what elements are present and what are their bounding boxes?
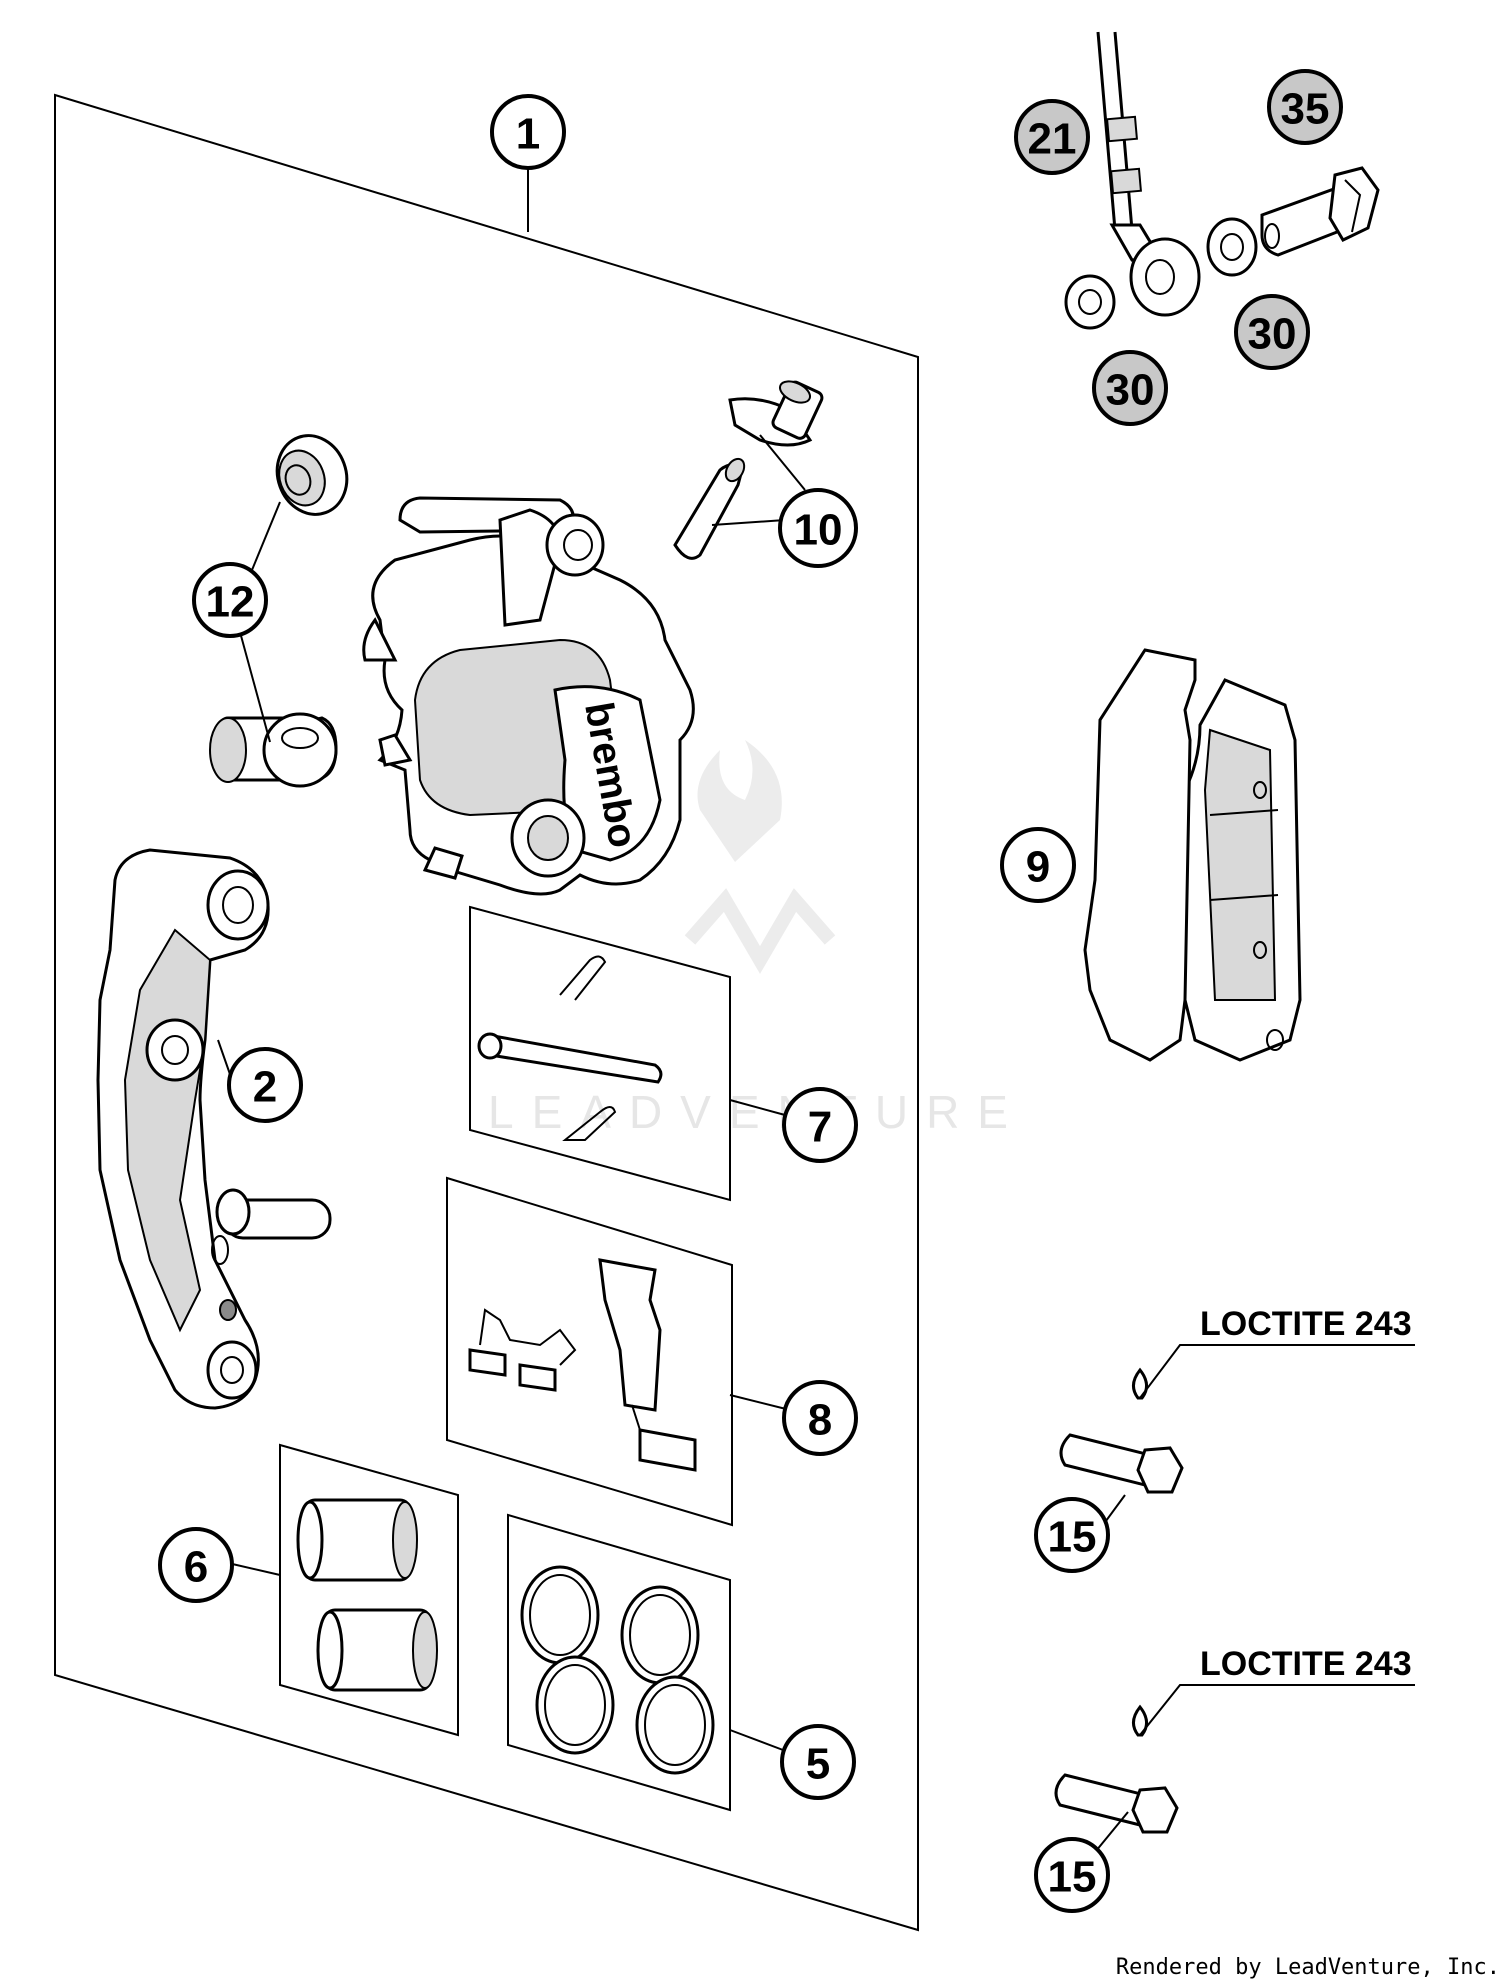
callout-30-left: 30 (1092, 350, 1168, 426)
bolt-and-boot (209, 434, 349, 788)
caliper-body: brembo (362, 496, 695, 896)
brake-line-assembly (1064, 31, 1380, 330)
watermark-text: LEADVENTURE (488, 1086, 1026, 1138)
callout-6: 6 (158, 1527, 234, 1603)
callout-5-label: 5 (806, 1740, 830, 1789)
kit-boundary (54, 93, 919, 1932)
bleeder-valve (673, 380, 824, 560)
callout-6-label: 6 (184, 1543, 208, 1592)
callout-15-upper: 15 (1034, 1497, 1110, 1573)
render-credit: Rendered by LeadVenture, Inc. (1115, 1955, 1500, 1980)
callout-10: 10 (778, 488, 858, 568)
callout-5: 5 (780, 1724, 856, 1800)
callout-12-label: 12 (206, 578, 255, 627)
callout-1-label: 1 (516, 110, 540, 159)
callout-12: 12 (192, 562, 268, 638)
pad-spring-kit (446, 1176, 733, 1527)
callout-7: 7 (782, 1087, 858, 1163)
callout-9-label: 9 (1026, 843, 1050, 892)
callout-8: 8 (782, 1380, 858, 1456)
callout-35: 35 (1267, 69, 1343, 145)
callout-10-label: 10 (794, 506, 843, 555)
pin-kit (469, 905, 731, 1202)
loctite-note-lower: LOCTITE 243 (1200, 1645, 1412, 1683)
bolt-upper (1059, 1367, 1184, 1494)
leader-lines (217, 160, 1415, 1869)
seal-kit (507, 1513, 731, 1812)
callout-15-upper-label: 15 (1048, 1513, 1097, 1562)
watermark: LEADVENTURE (488, 740, 1026, 1138)
pistons-kit (279, 1443, 459, 1737)
callout-35-label: 35 (1281, 85, 1330, 134)
callout-30-left-label: 30 (1106, 366, 1155, 415)
callout-7-label: 7 (808, 1103, 832, 1152)
loctite-note-upper: LOCTITE 243 (1200, 1305, 1412, 1343)
callout-21-label: 21 (1028, 115, 1077, 164)
caliper-bracket (96, 848, 332, 1410)
callout-30-right: 30 (1234, 294, 1310, 370)
callout-30-right-label: 30 (1248, 310, 1297, 359)
callout-8-label: 8 (808, 1396, 832, 1445)
callout-21: 21 (1014, 99, 1090, 175)
bolt-lower (1054, 1704, 1179, 1834)
callout-1: 1 (490, 94, 566, 170)
callout-9: 9 (1000, 827, 1076, 903)
callout-2: 2 (227, 1047, 303, 1123)
callout-2-label: 2 (253, 1063, 277, 1112)
brake-pads (1083, 648, 1302, 1062)
callout-15-lower-label: 15 (1048, 1853, 1097, 1902)
callout-15-lower: 15 (1034, 1837, 1110, 1913)
